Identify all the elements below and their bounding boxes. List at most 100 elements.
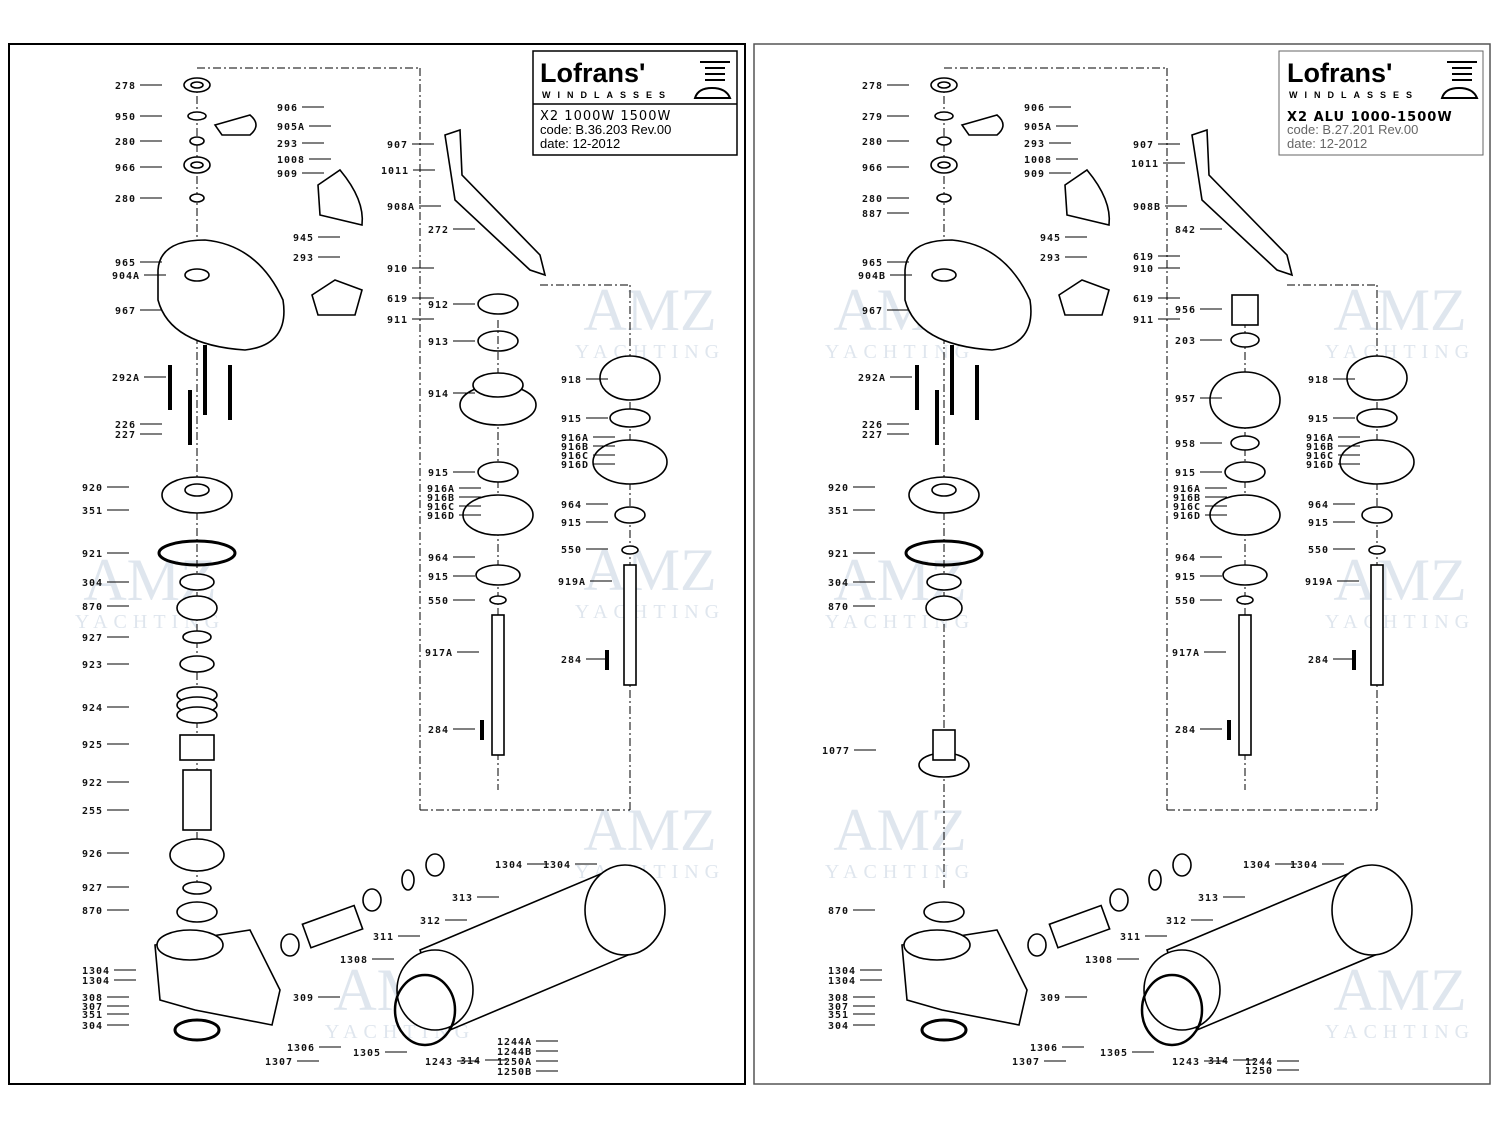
housing-bore [184,483,210,497]
part-number-label: 308 [82,993,103,1004]
part-number-label: 1244A [497,1037,532,1048]
bearing [176,595,218,621]
bearing [923,901,965,923]
circlip [1148,869,1162,891]
part-number-label: 904B [858,271,886,282]
part-number-label: 550 [561,545,582,556]
part-number-label: 1306 [287,1043,315,1054]
circlip [934,111,954,121]
windlass-logo-icon [1440,61,1479,99]
bottom-seal [173,1018,221,1042]
watermark-text: AMZ [1333,957,1466,1023]
part-number-label: 1304 [82,966,110,977]
washer [936,136,952,146]
seal-ring-hole [190,81,204,89]
part-number-label: 293 [293,253,314,264]
part-number-label: 964 [1308,500,1329,511]
watermark-text: AMZ [583,277,716,343]
bearing [925,595,963,621]
part-number-label: 278 [115,81,136,92]
part-number-label: 1304 [828,966,856,977]
part-number-label: 313 [452,893,473,904]
part-number-label: 916B [1306,442,1334,453]
part-number-label: 1307 [265,1057,293,1068]
part-number-label: 1305 [353,1048,381,1059]
part-number-label: 203 [1175,336,1196,347]
washer [179,655,215,673]
part-number-label: 967 [115,306,136,317]
cone [475,564,521,586]
part-number-label: 915 [1308,518,1329,529]
part-number-label: 1244B [497,1047,532,1058]
circlip [187,111,207,121]
gypsy-top [472,372,524,398]
part-number-label: 227 [115,430,136,441]
part-number-label: 945 [1040,233,1061,244]
left-part-labels: 278950280966280906905A293100890990710119… [82,81,615,1078]
part-number-label: 915 [1175,468,1196,479]
circlip [621,545,639,555]
part-number-label: 1008 [277,155,305,166]
part-number-label: 919A [1305,577,1333,588]
part-number-label: 916A [1173,484,1201,495]
part-number-label: 1243 [425,1057,453,1068]
stud [188,390,192,445]
part-number-label: 870 [828,602,849,613]
watermark-subtext: YACHTING [825,861,975,883]
part-number-label: 909 [277,169,298,180]
part-number-label: 307 [828,1002,849,1013]
gearbox-mouth [156,929,224,961]
part-number-label: 916A [1306,433,1334,444]
model-name: X2 ALU 1000-1500W [1287,110,1453,125]
part-number-label: 272 [428,225,449,236]
circlip [489,595,507,605]
watermark-subtext: YACHTING [825,341,975,363]
bush [1231,294,1259,326]
motor-flange [1143,949,1221,1031]
flange-gasket [1140,973,1204,1047]
part-number-label: 1250A [497,1057,532,1068]
part-number-label: 226 [862,420,883,431]
part-number-label: 1077 [822,746,850,757]
motor-end-cap [584,864,666,956]
part-number-label: 312 [420,916,441,927]
brand-logo: Lofrans' [540,58,645,88]
part-number-label: 284 [1308,655,1329,666]
part-number-label: 907 [1133,140,1154,151]
part-number-label: 1308 [340,955,368,966]
part-number-label: 550 [428,596,449,607]
chain-wheel [1339,439,1415,485]
part-number-label: 284 [428,725,449,736]
main-shaft [182,769,212,831]
part-number-label: 887 [862,209,883,220]
part-number-label: 909 [1024,169,1045,180]
part-number-label: 226 [115,420,136,431]
washer [936,193,952,203]
part-number-label: 304 [82,578,103,589]
part-number-label: 1304 [1243,860,1271,871]
part-number-label: 279 [862,112,883,123]
drum-cap [1346,355,1408,401]
left-parts-drawing [154,67,668,1047]
part-number-label: 964 [1175,553,1196,564]
stud [935,390,939,445]
part-number-label: 924 [82,703,103,714]
part-number-label: 911 [387,315,408,326]
part-number-label: 280 [862,194,883,205]
brand-logo: Lofrans' [1287,58,1392,88]
part-number-label: 916C [1306,451,1334,462]
left-sheet-border [8,43,746,1085]
part-number-label: 1011 [1131,159,1159,170]
part-number-label: 918 [561,375,582,386]
part-number-label: 304 [828,578,849,589]
part-number-label: 870 [82,906,103,917]
part-number-label: 304 [828,1021,849,1032]
part-number-label: 313 [1198,893,1219,904]
right-part-labels: 278279280966280887965904B967292A22622792… [822,81,1360,1077]
chain-wheel [592,439,668,485]
part-number-label: 966 [862,163,883,174]
left-title-block: Lofrans' WINDLASSES X2 1000W 1500W code:… [532,50,738,156]
ring [477,330,519,352]
circlip [1368,545,1386,555]
part-number-label: 927 [82,883,103,894]
